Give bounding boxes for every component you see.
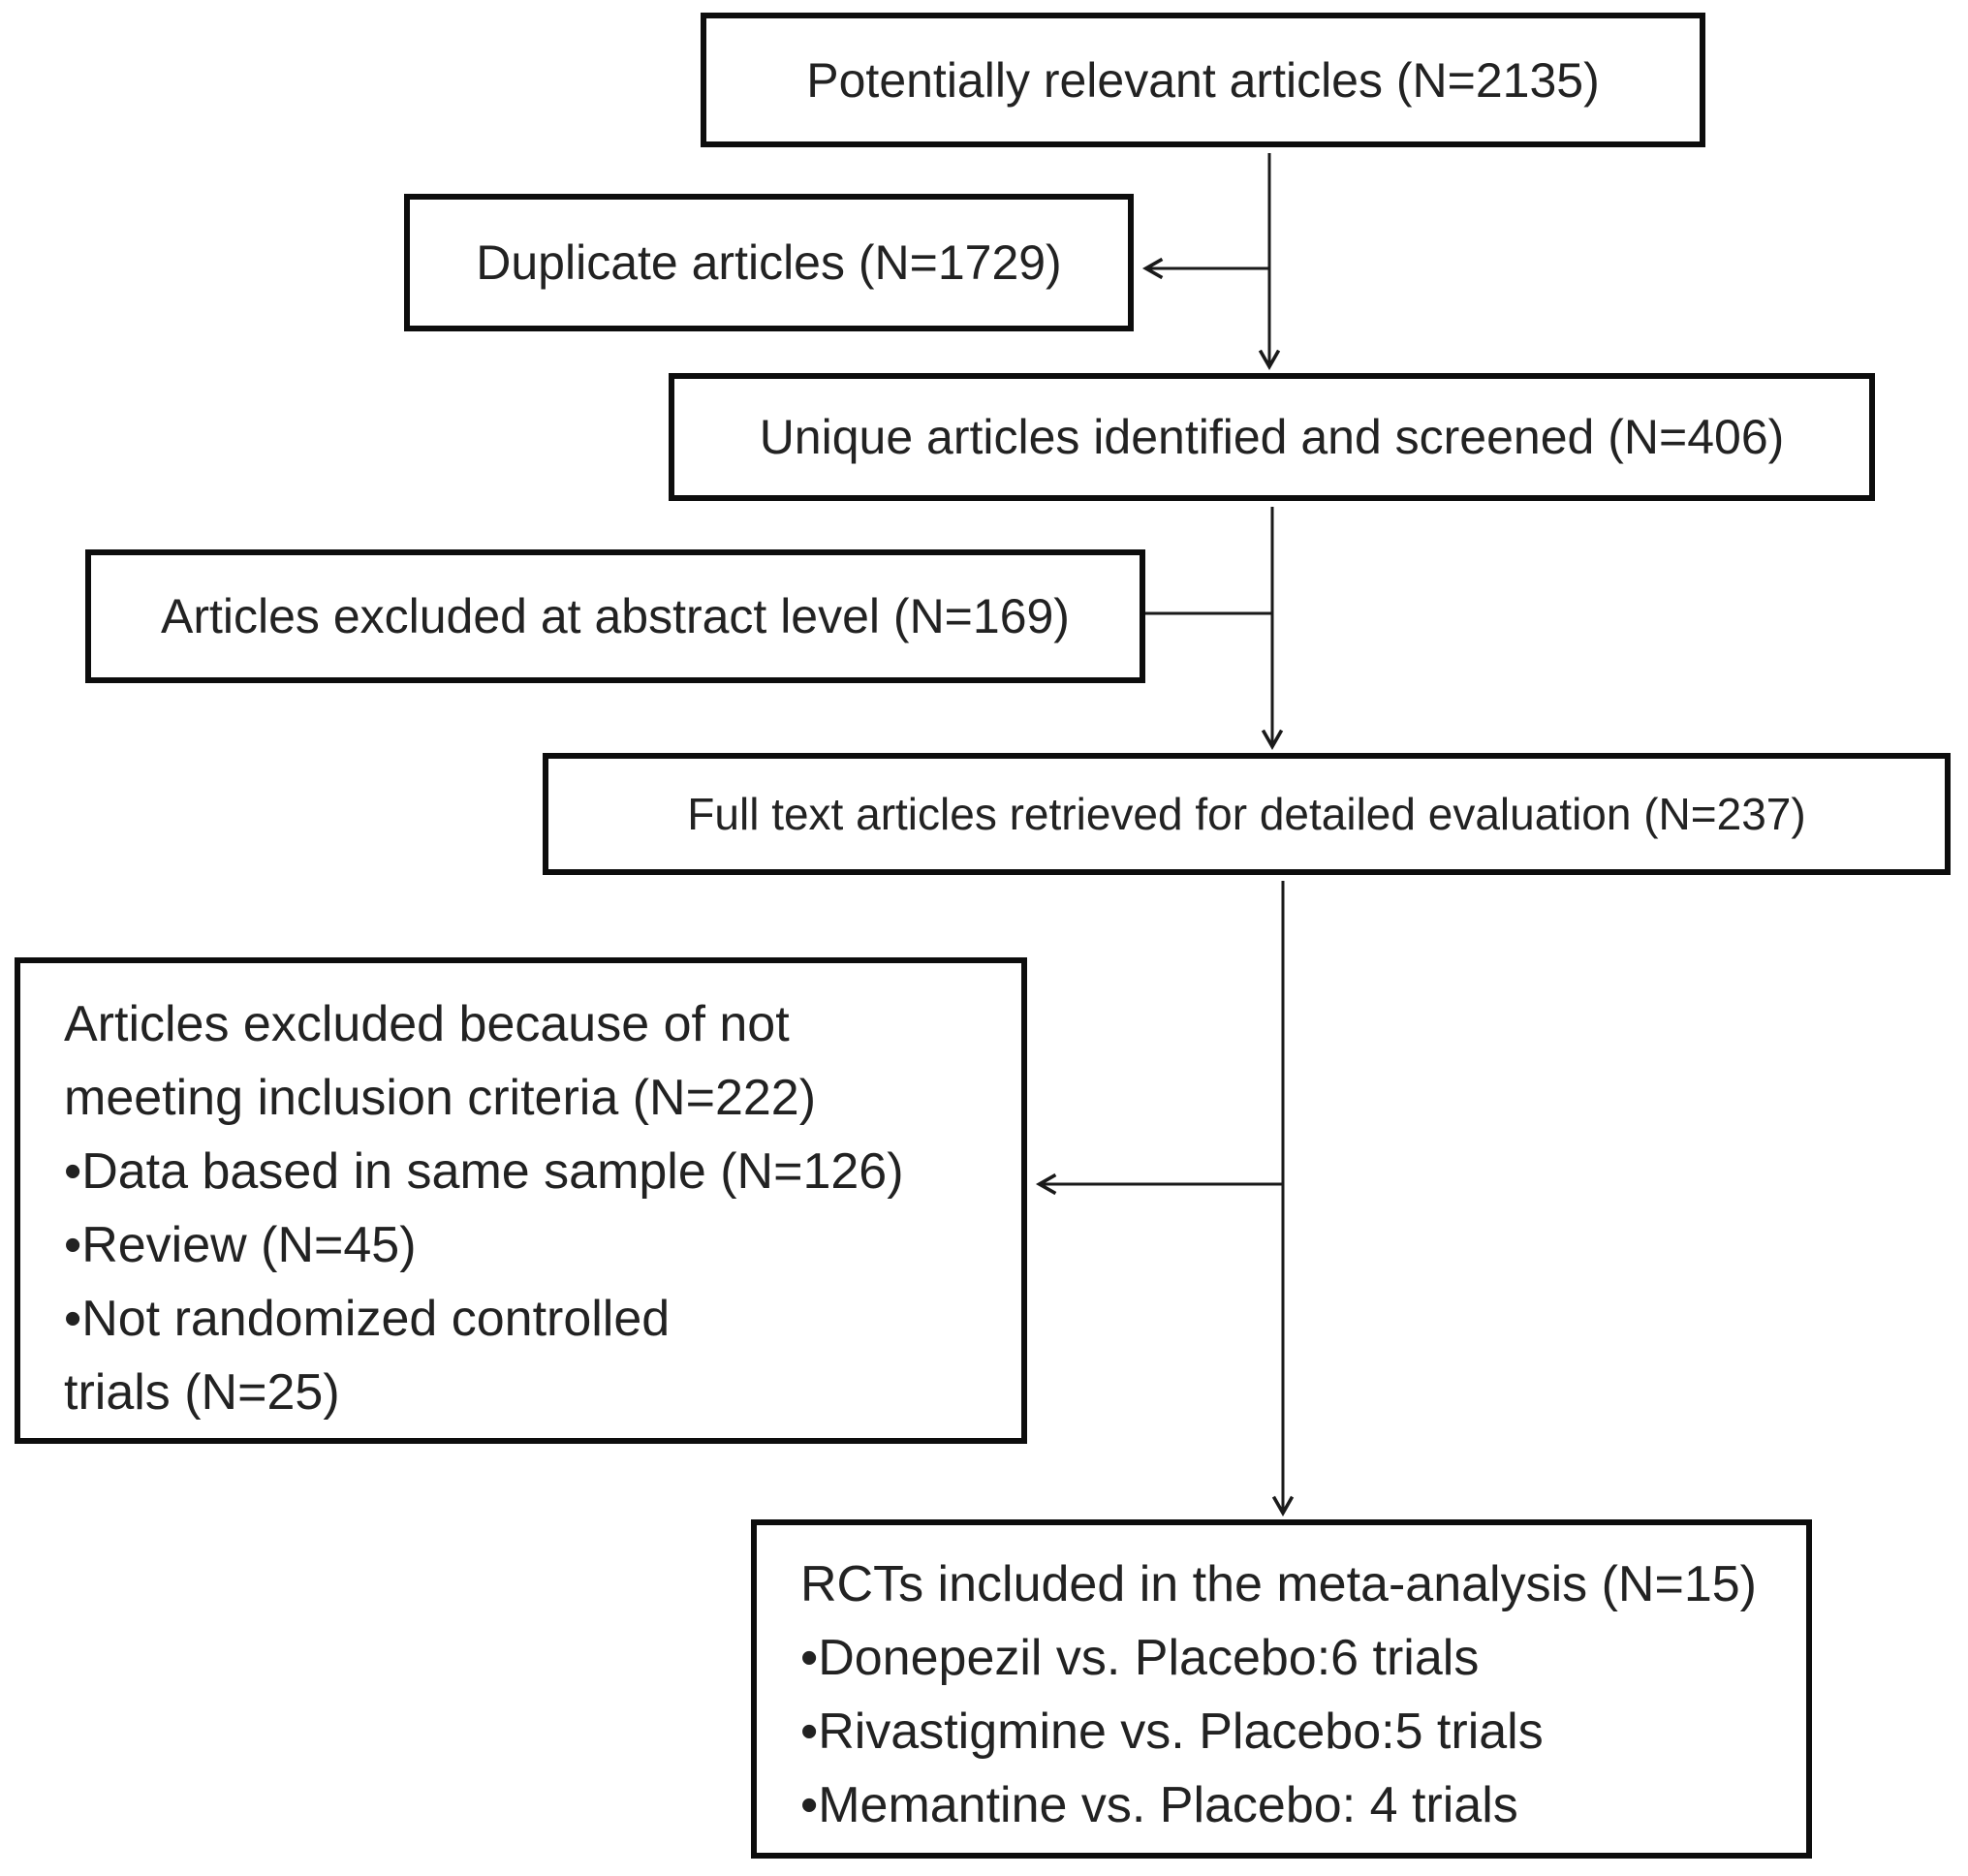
box-duplicate-articles-label: Duplicate articles (N=1729) (476, 235, 1062, 290)
box-excluded-inclusion-criteria: Articles excluded because of not meeting… (15, 957, 1027, 1444)
excluded-criteria-line: trials (N=25) (64, 1364, 340, 1421)
excluded-criteria-bullet: •Review (N=45) (64, 1217, 417, 1273)
box-duplicate-articles: Duplicate articles (N=1729) (404, 194, 1134, 331)
box-unique-articles-screened: Unique articles identified and screened … (669, 373, 1875, 501)
excluded-criteria-line: meeting inclusion criteria (N=222) (64, 1070, 817, 1126)
box-rcts-included-meta-analysis: RCTs included in the meta-analysis (N=15… (751, 1519, 1812, 1859)
rcts-included-bullet: •Rivastigmine vs. Placebo:5 trials (800, 1704, 1544, 1760)
excluded-criteria-bullet: •Not randomized controlled (64, 1291, 671, 1347)
excluded-criteria-line: Articles excluded because of not (64, 996, 790, 1052)
rcts-included-bullet: •Donepezil vs. Placebo:6 trials (800, 1630, 1480, 1686)
box-potentially-relevant-articles-label: Potentially relevant articles (N=2135) (806, 52, 1600, 108)
excluded-criteria-bullet: •Data based in same sample (N=126) (64, 1143, 904, 1200)
box-unique-articles-screened-label: Unique articles identified and screened … (759, 410, 1785, 464)
box-full-text-retrieved-label: Full text articles retrieved for detaile… (687, 789, 1806, 839)
box-excluded-abstract-level: Articles excluded at abstract level (N=1… (85, 549, 1145, 683)
box-excluded-abstract-level-label: Articles excluded at abstract level (N=1… (161, 589, 1070, 643)
box-potentially-relevant-articles: Potentially relevant articles (N=2135) (701, 13, 1705, 147)
rcts-included-title: RCTs included in the meta-analysis (N=15… (800, 1556, 1757, 1612)
rcts-included-bullet: •Memantine vs. Placebo: 4 trials (800, 1777, 1518, 1833)
box-full-text-retrieved: Full text articles retrieved for detaile… (543, 753, 1951, 875)
